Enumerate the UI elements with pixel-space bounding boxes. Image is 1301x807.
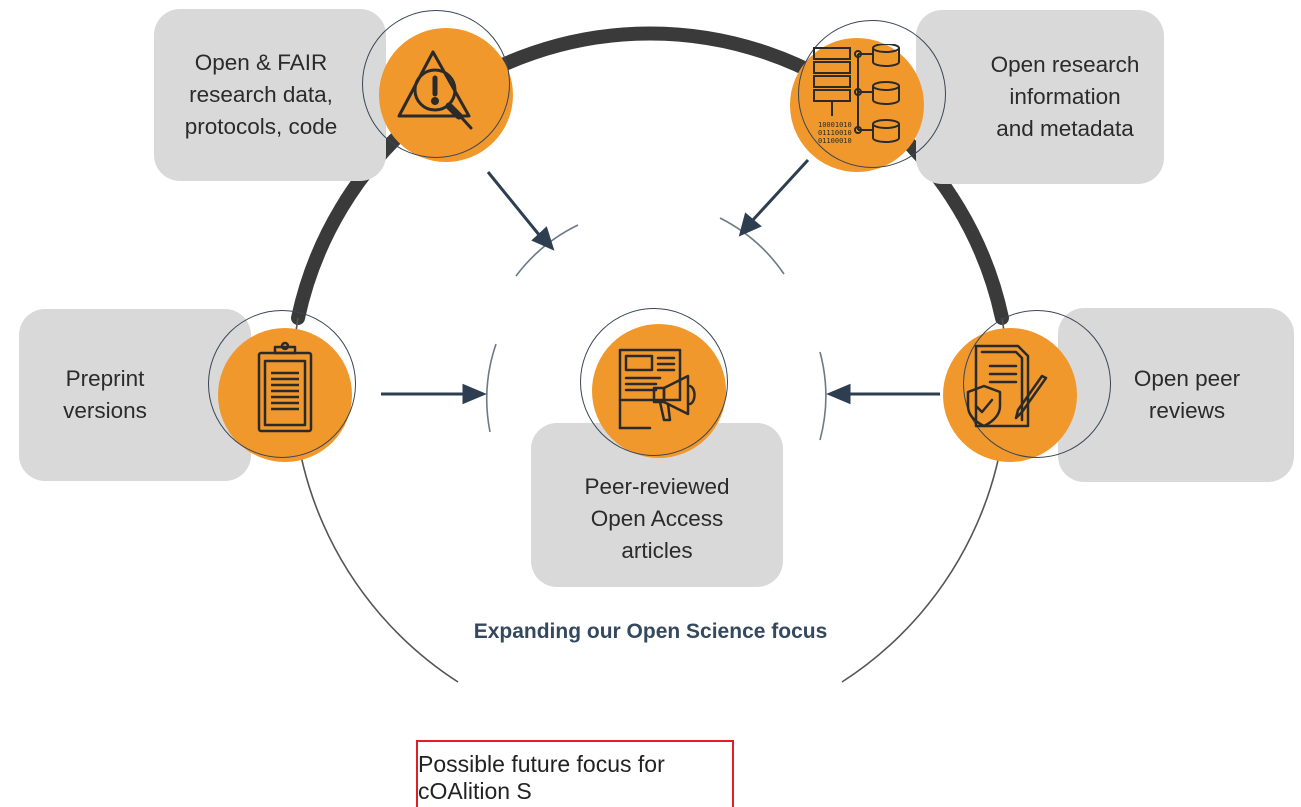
node-label-line: versions	[63, 398, 147, 423]
node-label-line: Peer-reviewed	[584, 474, 730, 499]
node-ring-reviews	[963, 310, 1111, 458]
node-box-data: Open & FAIR research data, protocols, co…	[154, 9, 386, 181]
database-tree-icon: 10001010 01110010 01100010	[813, 44, 900, 145]
arrow-preprint-to-center	[381, 383, 487, 405]
node-ring-info	[798, 20, 946, 168]
arrow-reviews-to-center	[826, 383, 940, 405]
newspaper-megaphone-icon	[618, 348, 696, 430]
future-focus-box: Possible future focus for cOAlition S	[416, 740, 734, 807]
warning-magnifier-icon	[397, 50, 473, 130]
inner-arc-left	[486, 343, 497, 433]
node-label-line: information	[1009, 84, 1121, 109]
inner-arc-right	[819, 351, 827, 441]
document-shield-pen-icon	[966, 344, 1048, 428]
inner-arc-top-right	[719, 217, 785, 275]
node-ring-data	[362, 10, 510, 158]
node-label-line: Open Access	[590, 506, 724, 531]
node-label-line: reviews	[1148, 398, 1226, 423]
node-label-line: Open peer	[1133, 366, 1241, 391]
node-ring-preprint	[208, 310, 356, 458]
node-label-line: Open research	[990, 52, 1140, 77]
node-box-info: Open research information and metadata	[916, 10, 1164, 184]
svg-text:01110010: 01110010	[818, 129, 852, 137]
node-label-line: protocols, code	[184, 114, 338, 139]
svg-text:10001010: 10001010	[818, 121, 852, 129]
node-label-line: articles	[621, 538, 693, 563]
focus-title: Expanding our Open Science focus	[473, 620, 828, 643]
svg-text:01100010: 01100010	[818, 137, 852, 145]
node-ring-center	[580, 308, 728, 456]
node-label-line: research data,	[189, 82, 333, 107]
arrow-info-to-center	[738, 158, 810, 237]
arrow-data-to-center	[486, 171, 555, 251]
clipboard-icon	[257, 341, 313, 433]
node-label-line: Open & FAIR	[194, 50, 328, 75]
future-focus-label: Possible future focus for cOAlition S	[418, 751, 665, 804]
node-label-line: Preprint	[65, 366, 145, 391]
node-label-line: and metadata	[996, 116, 1134, 141]
inner-arc-top-left	[515, 224, 579, 277]
